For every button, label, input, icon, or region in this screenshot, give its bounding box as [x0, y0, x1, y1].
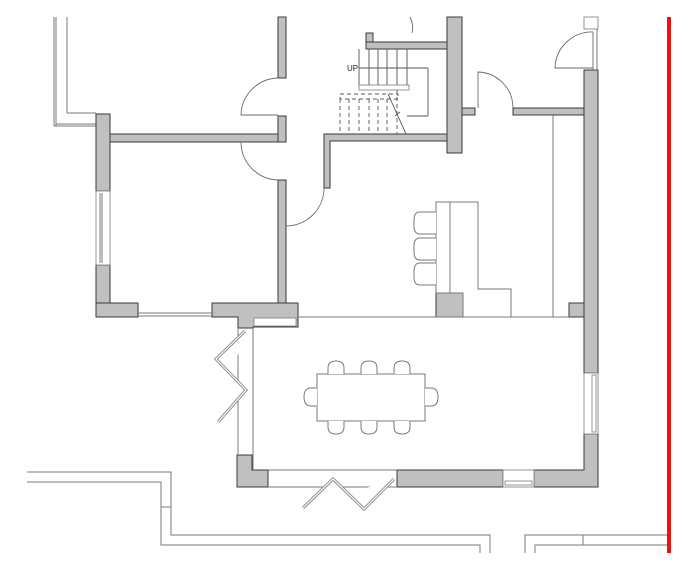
kitchen-island-edge — [435, 201, 451, 294]
windows — [95, 16, 599, 488]
wall-partition-mid — [277, 115, 287, 143]
stair-up-label: UP — [347, 64, 358, 73]
staircase: UP — [339, 49, 429, 135]
wall-mid-horizontal — [109, 133, 281, 143]
doors — [240, 16, 594, 227]
door-utility[interactable] — [554, 31, 594, 69]
wall-partition-top — [277, 16, 287, 79]
dining-chair[interactable] — [360, 421, 378, 435]
wall-right-notch — [568, 302, 585, 318]
door-hallway[interactable] — [285, 187, 325, 227]
wall-right-main — [583, 69, 599, 374]
wall-ext-br — [533, 433, 599, 488]
dining-table[interactable] — [316, 373, 426, 422]
wall-corner-bl — [95, 302, 139, 318]
dining-chair[interactable] — [393, 421, 411, 435]
wall-left-upper — [95, 113, 111, 192]
wall-stair-right — [446, 16, 463, 154]
door-stair-top[interactable] — [409, 16, 414, 34]
dining-chair[interactable] — [327, 360, 345, 374]
wall-stair-bottom — [323, 133, 448, 189]
stool[interactable] — [413, 262, 436, 286]
front-room-outline — [53, 17, 96, 127]
wall-kitchen-top — [512, 107, 585, 116]
dining-chair[interactable] — [425, 387, 439, 407]
bifold-door-left[interactable] — [213, 329, 249, 423]
wall-stair-right-stub — [461, 107, 476, 116]
window-side-room — [253, 317, 297, 327]
door-front-room[interactable] — [240, 77, 279, 116]
stool[interactable] — [413, 237, 436, 261]
door-kitchen[interactable] — [477, 71, 514, 109]
dining-chair[interactable] — [393, 360, 411, 374]
door-side-room[interactable] — [240, 141, 279, 181]
kitchen — [413, 115, 554, 318]
dining-set — [303, 360, 439, 435]
kitchen-unit-block — [435, 292, 464, 318]
stair-handrail — [358, 84, 410, 91]
dining-chair[interactable] — [327, 421, 345, 435]
boundary-lines — [27, 471, 668, 553]
wall-partition-lower — [277, 179, 287, 305]
dining-chair[interactable] — [360, 360, 378, 374]
wall-stair-top — [365, 41, 449, 50]
dining-chair[interactable] — [303, 387, 317, 407]
stool[interactable] — [413, 211, 436, 235]
window-left — [95, 190, 111, 266]
window-top-right — [583, 16, 599, 30]
bifold-door-bottom[interactable] — [301, 476, 396, 512]
wall-ext-bottom — [396, 469, 504, 488]
